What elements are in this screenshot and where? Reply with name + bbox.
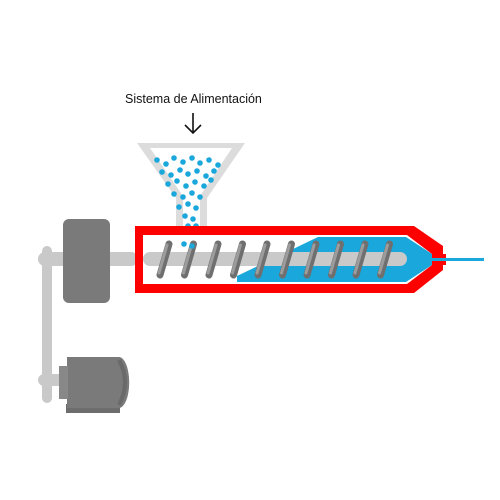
pellet	[165, 181, 171, 187]
pellet	[180, 159, 186, 165]
pellet	[215, 162, 221, 168]
plastic-pellets	[154, 155, 221, 229]
screw-flight	[181, 240, 197, 279]
pellet	[181, 241, 187, 247]
pellet	[208, 177, 214, 183]
screw-flight-highlight	[304, 243, 316, 275]
pellet	[189, 155, 195, 161]
pellet	[189, 243, 195, 249]
nozzle	[432, 254, 446, 265]
pellet	[159, 169, 165, 175]
melt-output-stream	[444, 258, 484, 261]
screw-flight-highlight	[353, 243, 365, 275]
pellet	[193, 205, 199, 211]
pellet	[177, 167, 183, 173]
pellet	[190, 216, 196, 222]
screw-flight-highlight	[255, 243, 267, 275]
pellet	[203, 173, 209, 179]
screw-flight-highlight	[182, 243, 193, 275]
screw-shaft	[143, 252, 407, 266]
pellet	[206, 157, 212, 163]
screw-flight-highlight	[329, 243, 340, 275]
screw-flight-highlight	[280, 243, 291, 275]
pellet	[182, 213, 188, 219]
screw-flight	[328, 240, 344, 279]
pellet	[185, 201, 191, 207]
screw-flight	[205, 240, 222, 279]
screw-flights	[156, 240, 393, 279]
pellet	[189, 190, 195, 196]
feed-system-label: Sistema de Alimentación	[125, 92, 262, 106]
falling-pellets	[181, 241, 195, 249]
pellet	[171, 155, 177, 161]
screw-flight-highlight	[231, 243, 242, 275]
pellet	[197, 160, 203, 166]
screw-flight	[156, 240, 173, 279]
screw-flight	[230, 240, 246, 279]
pellet	[180, 194, 186, 200]
pellet	[201, 183, 207, 189]
screw-flight	[254, 240, 271, 279]
screw-flight	[303, 240, 320, 279]
screw-flight	[279, 240, 295, 279]
screw-flight-highlight	[206, 243, 218, 275]
screw-flight-highlight	[378, 243, 389, 275]
pellet	[192, 179, 198, 185]
gearbox	[63, 219, 110, 303]
screw-flight-highlight	[157, 243, 169, 275]
pellet	[194, 168, 200, 174]
pellet	[176, 204, 182, 210]
pellet	[168, 172, 174, 178]
pellet	[174, 178, 180, 184]
arrow-down-icon	[184, 113, 202, 135]
electric-motor	[59, 357, 130, 413]
screw-flight	[352, 240, 369, 279]
screw-flight	[377, 240, 393, 279]
pellet	[197, 194, 203, 200]
pellet	[185, 171, 191, 177]
pellet	[154, 157, 160, 163]
pellet	[211, 168, 217, 174]
pellet	[183, 183, 189, 189]
pellet	[163, 161, 169, 167]
pellet	[171, 191, 177, 197]
